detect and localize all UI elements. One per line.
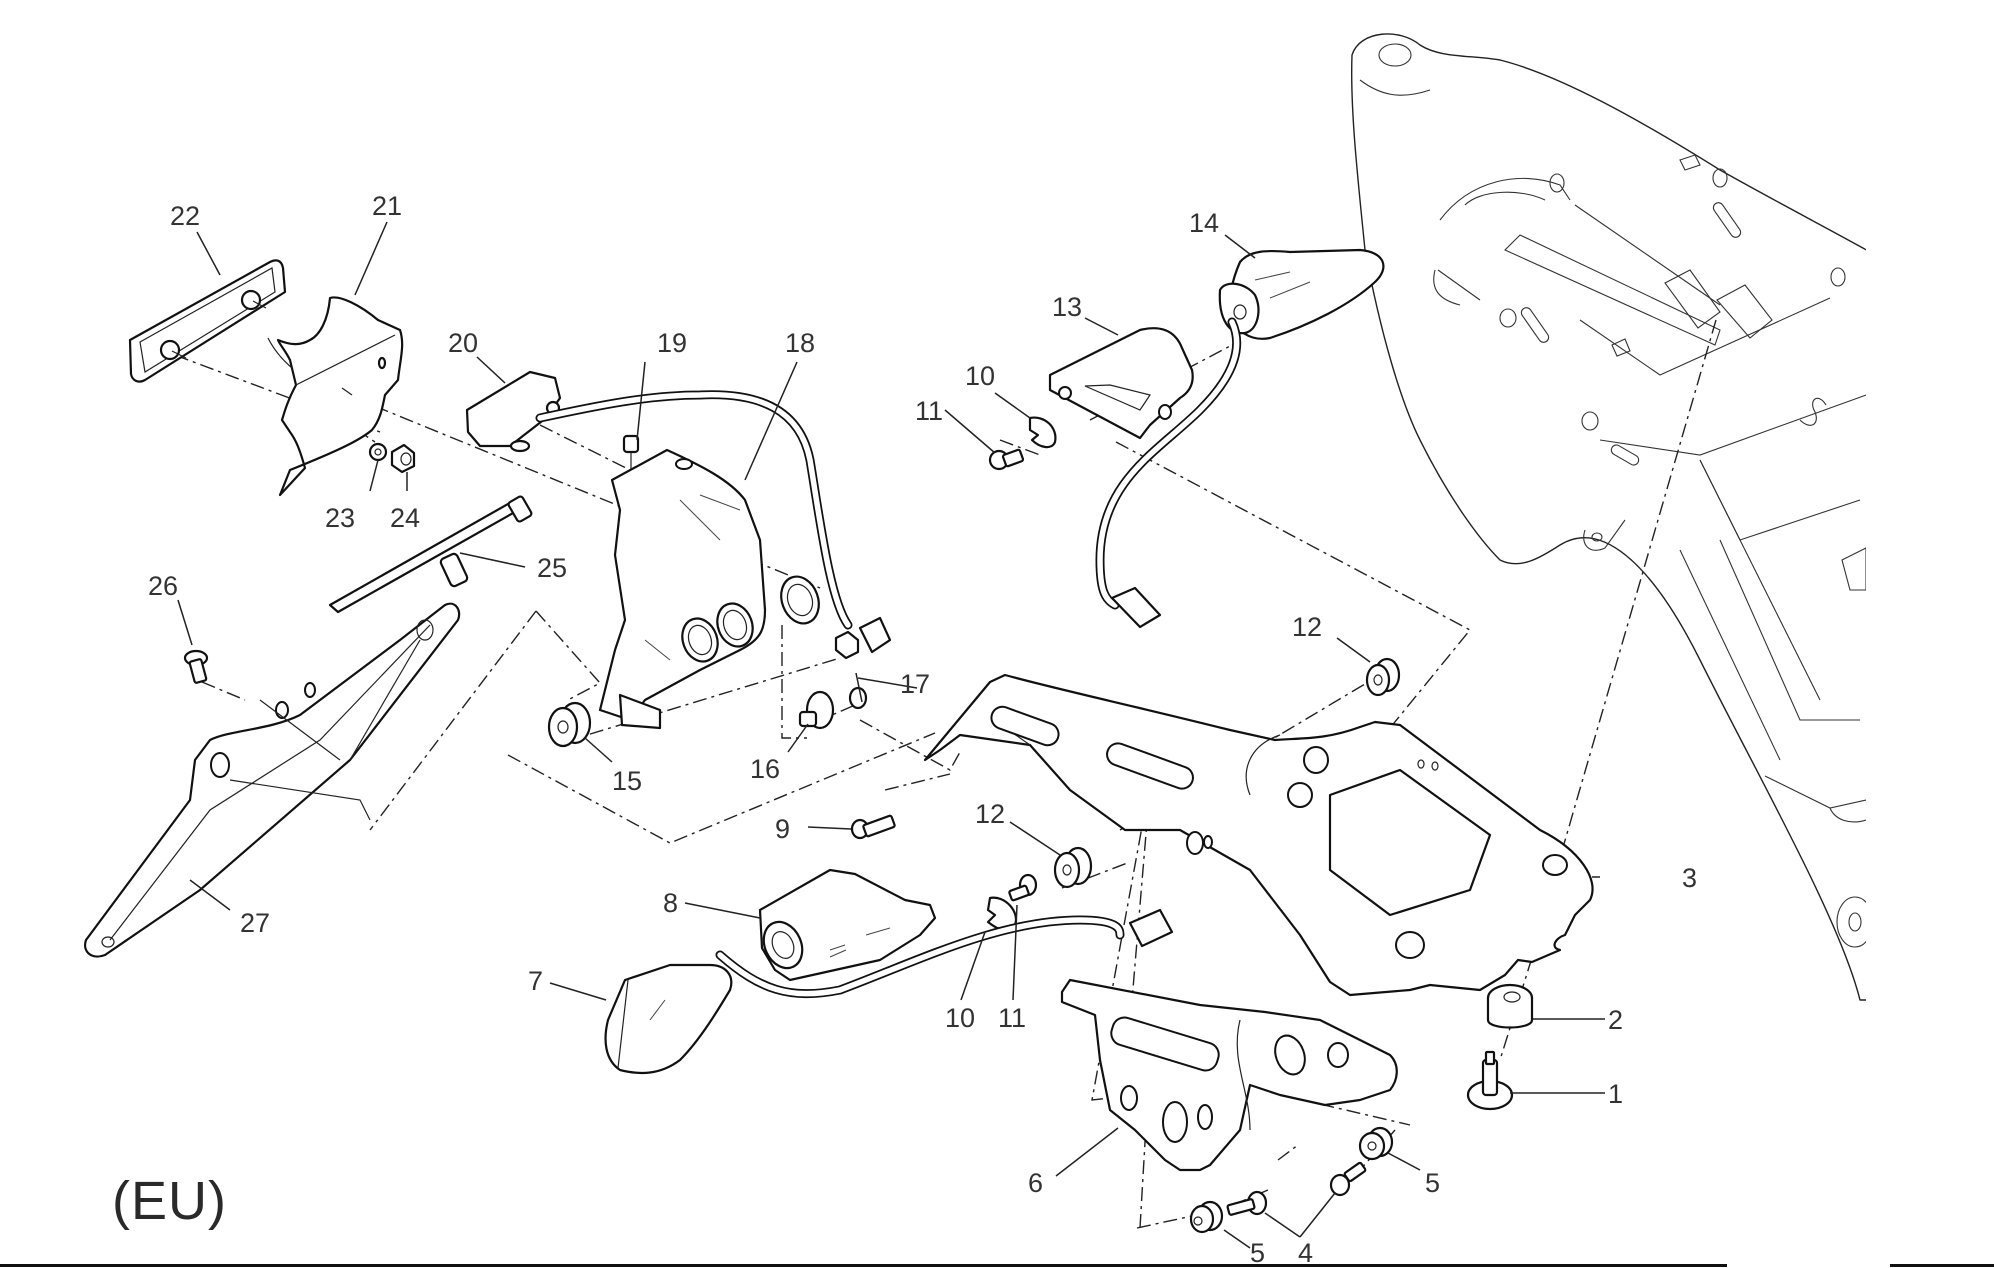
callout-26: 26: [148, 571, 178, 601]
region-label: (EU): [112, 1171, 227, 1231]
part-1-screw: [1466, 1050, 1514, 1111]
part-27-plate-holder: [84, 602, 461, 958]
part-20-connector-block: [465, 370, 562, 453]
part-16-spacer: [798, 690, 835, 730]
part-4-screw-left: [1226, 1190, 1268, 1216]
callout-10-lower: 10: [945, 1003, 975, 1033]
part-8-indicator-mount-lower: [758, 868, 937, 982]
callout-11-lower: 11: [998, 1003, 1026, 1033]
part-12-grommet-upper: [1365, 657, 1401, 697]
callout-10-upper: 10: [965, 361, 995, 391]
part-22-plate-reflector: [128, 259, 287, 383]
rear-subframe: [1351, 33, 1866, 1001]
callout-8: 8: [663, 888, 678, 918]
part-4-screw-right: [1329, 1161, 1367, 1197]
part-24-nut: [390, 443, 416, 474]
callout-23: 23: [325, 503, 355, 533]
callout-13: 13: [1052, 292, 1082, 322]
part-26-screw: [183, 649, 209, 684]
part-21-bracket: [267, 296, 404, 497]
part-7-cable: [715, 908, 1174, 999]
callout-12-lower: 12: [975, 799, 1005, 829]
part-2-grommet: [1486, 983, 1534, 1029]
callout-20: 20: [448, 328, 478, 358]
callout-6: 6: [1028, 1168, 1043, 1198]
part-3-main-bracket: [923, 673, 1594, 997]
callout-4: 4: [1298, 1238, 1313, 1268]
callout-19: 19: [657, 328, 687, 358]
callout-11-upper: 11: [915, 396, 943, 426]
part-23-washer: [368, 442, 388, 462]
callout-25: 25: [537, 553, 567, 583]
bottom-rule-right: [1890, 1264, 1994, 1267]
callout-18: 18: [785, 328, 815, 358]
part-18-tail-light-housing: [598, 448, 820, 730]
part-14-cable: [1095, 317, 1242, 629]
part-18-cable: [535, 390, 892, 654]
part-9-screw: [850, 814, 896, 840]
part-11-screw-lower: [1008, 873, 1038, 902]
part-12-grommet-lower: [1053, 846, 1093, 889]
part-15-grommet: [547, 701, 592, 748]
callout-24: 24: [390, 503, 420, 533]
callout-3: 3: [1682, 863, 1697, 893]
part-13-indicator-mount-upper: [1048, 327, 1194, 440]
callout-15: 15: [612, 766, 642, 796]
part-10-washer-upper: [1028, 416, 1057, 449]
callout-16: 16: [750, 754, 780, 784]
part-5-grommet-left: [1189, 1200, 1224, 1234]
callout-12-upper: 12: [1292, 612, 1322, 642]
callout-1: 1: [1608, 1079, 1623, 1109]
callout-9: 9: [775, 814, 790, 844]
part-6-lower-bracket: [1060, 978, 1398, 1172]
callouts: 1 2 3 4 5 5 6 7 8 9 10 10 11 11 12 12 13…: [148, 191, 1697, 1268]
part-7-indicator-lower: [604, 963, 733, 1075]
part-5-grommet-right: [1358, 1126, 1394, 1161]
callout-5-left: 5: [1250, 1238, 1265, 1268]
leader-lines: [177, 221, 1605, 1249]
bottom-rule-left: [0, 1264, 1727, 1267]
callout-14: 14: [1189, 208, 1219, 238]
callout-22: 22: [170, 201, 200, 231]
callout-17: 17: [900, 669, 930, 699]
part-17-nut: [834, 630, 868, 710]
callout-7: 7: [528, 966, 543, 996]
part-14-indicator-upper: [1218, 248, 1385, 340]
part-11-screw-upper: [988, 448, 1025, 471]
callout-2: 2: [1608, 1005, 1623, 1035]
callout-5-right: 5: [1425, 1168, 1440, 1198]
part-25-cable-tie: [328, 495, 533, 614]
callout-27: 27: [240, 908, 270, 938]
callout-21: 21: [372, 191, 402, 221]
